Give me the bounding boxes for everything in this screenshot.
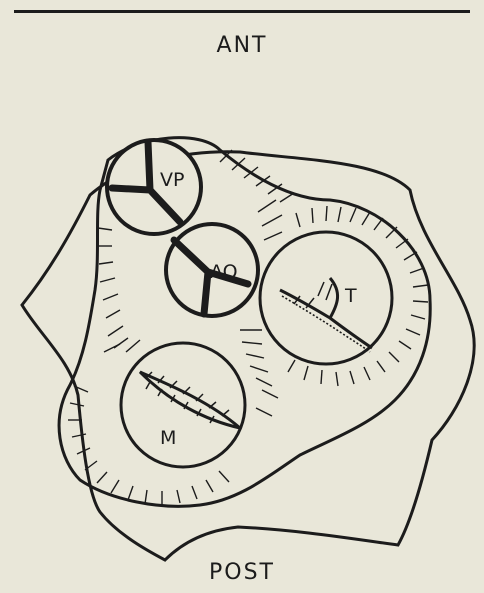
posterior-label: POST	[142, 560, 342, 585]
mitral-valve-label: M	[160, 427, 176, 449]
tricuspid-valve	[260, 232, 392, 364]
pulmonary-valve-label: VP	[160, 169, 184, 191]
tricuspid-valve-label: T	[344, 285, 357, 307]
heart-base-outline	[22, 152, 474, 560]
aortic-valve-label: AO	[210, 261, 238, 283]
mitral-valve	[121, 343, 245, 467]
pulmonary-valve	[107, 140, 201, 234]
